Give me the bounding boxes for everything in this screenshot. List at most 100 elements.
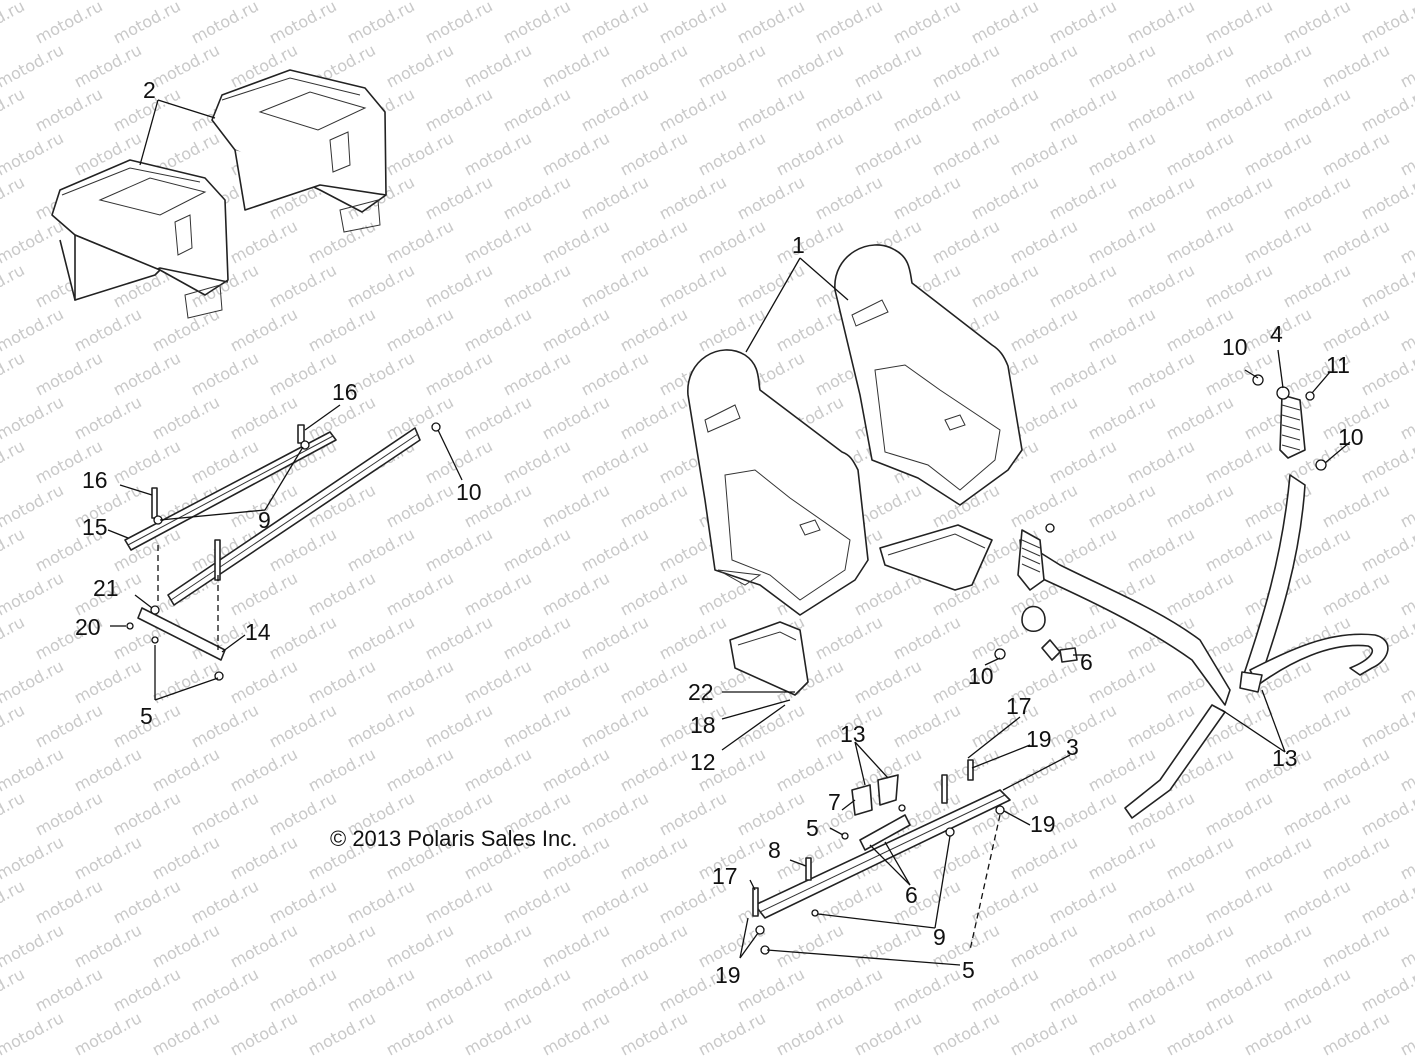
watermark-text: motod.ru [305, 656, 379, 707]
watermark-text: motod.ru [812, 964, 886, 1015]
watermark-text: motod.ru [1046, 876, 1120, 927]
watermark-text: motod.ru [500, 700, 574, 751]
watermark-text: motod.ru [539, 40, 613, 91]
watermark-text: motod.ru [500, 348, 574, 399]
watermark-text: motod.ru [617, 40, 691, 91]
watermark-text: motod.ru [500, 84, 574, 135]
watermark-text: motod.ru [500, 612, 574, 663]
watermark-text: motod.ru [1085, 0, 1159, 4]
watermark-text: motod.ru [32, 964, 106, 1015]
callout-3: 3 [1066, 734, 1079, 760]
watermark-text: motod.ru [0, 612, 28, 663]
watermark-text: motod.ru [890, 84, 964, 135]
watermark-text: motod.ru [851, 0, 925, 4]
watermark-text: motod.ru [500, 0, 574, 48]
watermark-text: motod.ru [1046, 0, 1120, 48]
watermark-text: motod.ru [773, 1008, 847, 1059]
watermark-text: motod.ru [110, 436, 184, 487]
watermark-text: motod.ru [617, 392, 691, 443]
watermark-text: motod.ru [1280, 964, 1354, 1015]
watermark-text: motod.ru [266, 348, 340, 399]
watermark-text: motod.ru [0, 788, 28, 839]
watermark-text: motod.ru [1163, 40, 1237, 91]
watermark-text: motod.ru [1124, 436, 1198, 487]
watermark-text: motod.ru [188, 876, 262, 927]
watermark-text: motod.ru [1202, 436, 1276, 487]
callout-5: 5 [962, 957, 975, 983]
watermark-text: motod.ru [305, 1008, 379, 1059]
watermark-text: motod.ru [1397, 832, 1415, 883]
watermark-text: motod.ru [890, 876, 964, 927]
watermark-text: motod.ru [0, 348, 28, 399]
watermark-text: motod.ru [1124, 0, 1198, 48]
watermark-text: motod.ru [1397, 568, 1415, 619]
watermark-text: motod.ru [1007, 480, 1081, 531]
callout-22: 22 [688, 679, 714, 705]
watermark-text: motod.ru [1319, 0, 1393, 4]
callout-16: 16 [332, 379, 358, 405]
watermark-text: motod.ru [1241, 216, 1315, 267]
watermark-text: motod.ru [0, 1008, 67, 1059]
watermark-text: motod.ru [578, 84, 652, 135]
watermark-text: motod.ru [422, 0, 496, 48]
watermark-text: motod.ru [1007, 0, 1081, 4]
callout-12: 12 [690, 749, 716, 775]
watermark-text: motod.ru [0, 876, 28, 927]
watermark-text: motod.ru [266, 260, 340, 311]
watermark-text: motod.ru [1358, 172, 1415, 223]
watermark-text: motod.ru [539, 920, 613, 971]
watermark-text: motod.ru [734, 172, 808, 223]
watermark-text: motod.ru [1085, 744, 1159, 795]
watermark-text: motod.ru [71, 0, 145, 4]
watermark-text: motod.ru [227, 656, 301, 707]
watermark-text: motod.ru [1358, 348, 1415, 399]
watermark-text: motod.ru [1358, 0, 1415, 48]
watermark-text: motod.ru [617, 1008, 691, 1059]
watermark-text: motod.ru [383, 392, 457, 443]
watermark-text: motod.ru [1319, 832, 1393, 883]
watermark-text: motod.ru [656, 260, 730, 311]
watermark-text: motod.ru [32, 700, 106, 751]
watermark-text: motod.ru [0, 920, 67, 971]
watermark-text: motod.ru [149, 1008, 223, 1059]
watermark-text: motod.ru [539, 1008, 613, 1059]
watermark-text: motod.ru [851, 128, 925, 179]
watermark-text: motod.ru [227, 0, 301, 4]
watermark-text: motod.ru [578, 348, 652, 399]
watermark-text: motod.ru [461, 744, 535, 795]
watermark-text: motod.ru [1163, 832, 1237, 883]
watermark-text: motod.ru [0, 744, 67, 795]
watermark-text: motod.ru [1163, 1008, 1237, 1059]
watermark-text: motod.ru [149, 920, 223, 971]
watermark-text: motod.ru [929, 832, 1003, 883]
callout-9: 9 [258, 507, 271, 533]
watermark-text: motod.ru [1046, 700, 1120, 751]
watermark-text: motod.ru [929, 216, 1003, 267]
watermark-text: motod.ru [149, 40, 223, 91]
watermark-text: motod.ru [539, 304, 613, 355]
watermark-text: motod.ru [773, 40, 847, 91]
watermark-text: motod.ru [32, 0, 106, 48]
watermark-text: motod.ru [1202, 172, 1276, 223]
watermark-text: motod.ru [1319, 216, 1393, 267]
watermark-text: motod.ru [1202, 524, 1276, 575]
watermark-text: motod.ru [617, 832, 691, 883]
watermark-text: motod.ru [695, 216, 769, 267]
watermark-text: motod.ru [0, 84, 28, 135]
watermark-text: motod.ru [383, 1008, 457, 1059]
callout-17: 17 [712, 863, 738, 889]
watermark-text: motod.ru [32, 788, 106, 839]
watermark-text: motod.ru [695, 1008, 769, 1059]
watermark-text: motod.ru [578, 788, 652, 839]
watermark-text: motod.ru [71, 304, 145, 355]
callout-19: 19 [1030, 811, 1056, 837]
watermark-text: motod.ru [0, 656, 67, 707]
seat-base-plates [729, 524, 993, 696]
watermark-text: motod.ru [1163, 568, 1237, 619]
watermark-text: motod.ru [695, 40, 769, 91]
watermark-text: motod.ru [383, 920, 457, 971]
watermark-text: motod.ru [578, 612, 652, 663]
watermark-text: motod.ru [578, 260, 652, 311]
